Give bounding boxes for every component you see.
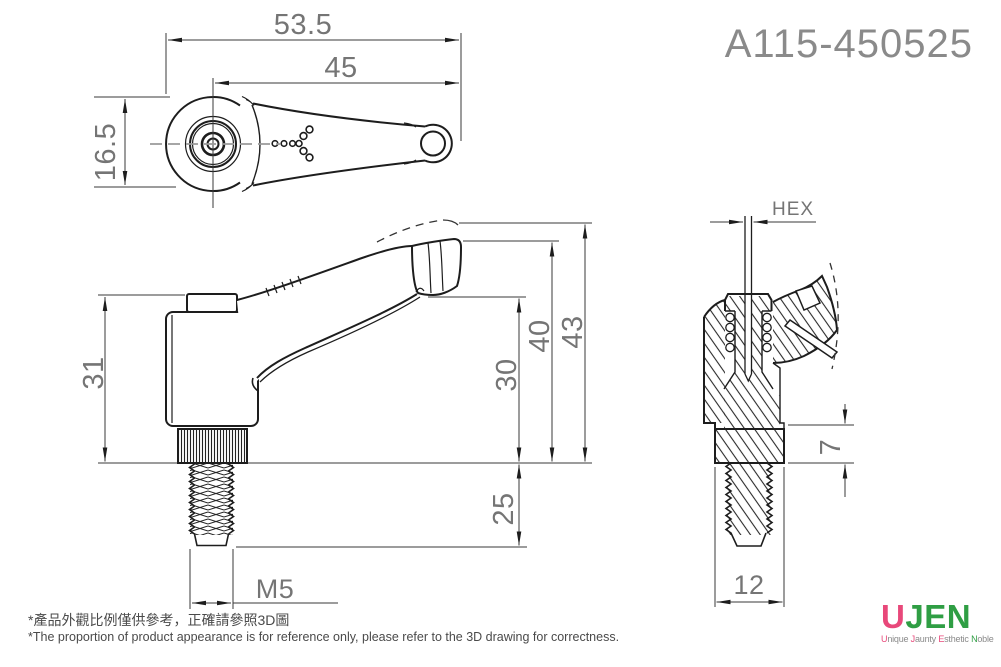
front-view-dimensions <box>98 222 592 609</box>
dim-collar-height: 7 <box>815 439 847 456</box>
logo-wordmark: UJEN <box>881 600 996 633</box>
top-view-dimensions <box>94 33 462 188</box>
tagline-word: J <box>910 634 916 644</box>
ujen-logo: UJEN Unique Jaunty Esthetic Noble <box>881 600 996 644</box>
logo-letters-jen: JEN <box>905 598 972 635</box>
labels: A115-450525 53.5 45 16.5 31 30 40 43 25 … <box>78 9 973 604</box>
footnote-zh: *產品外觀比例僅供參考，正確請參照3D圖 <box>28 612 290 628</box>
dim-max-height: 43 <box>557 315 589 348</box>
logo-letter-u: U <box>881 598 906 635</box>
footnote-en: *The proportion of product appearance is… <box>28 630 620 644</box>
tagline-word: aunty <box>914 634 936 644</box>
tagline-word: oble <box>977 634 994 644</box>
dim-thread-length: 25 <box>488 492 520 525</box>
top-view <box>150 78 453 208</box>
dim-body-height: 31 <box>78 356 110 389</box>
dim-hex-socket: HEX <box>772 199 814 220</box>
front-view <box>165 219 463 547</box>
dim-total-length: 53.5 <box>274 9 332 41</box>
dim-grip-height: 30 <box>491 358 523 391</box>
logo-tagline: Unique Jaunty Esthetic Noble <box>881 634 996 644</box>
tagline-word: U <box>881 634 888 644</box>
tagline-word: nique <box>887 634 909 644</box>
tagline-word: N <box>971 634 978 644</box>
section-view <box>703 216 839 547</box>
section-view-dimensions <box>710 219 854 607</box>
dim-collar-diameter: 12 <box>733 570 764 600</box>
dim-handle-height: 40 <box>524 319 556 352</box>
tagline-word: E <box>938 634 945 644</box>
footnotes: *產品外觀比例僅供參考，正確請參照3D圖 *The proportion of … <box>28 612 619 645</box>
dim-arm-length: 45 <box>324 52 357 84</box>
dim-thread-size: M5 <box>256 574 295 604</box>
dim-head-width: 16.5 <box>90 123 122 181</box>
part-number: A115-450525 <box>725 22 973 66</box>
tagline-word: sthetic <box>944 634 969 644</box>
